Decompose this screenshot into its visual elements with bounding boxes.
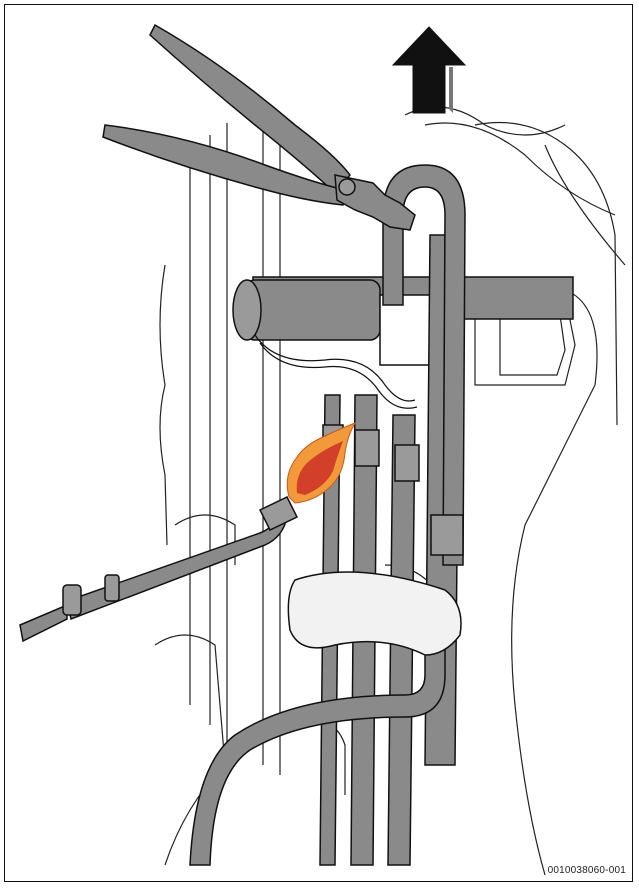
arrow-shadow bbox=[449, 67, 453, 113]
figure-frame: 0010038060-001 bbox=[4, 4, 633, 882]
figure-id-label: 0010038060-001 bbox=[548, 865, 626, 876]
flame-icon bbox=[287, 423, 355, 503]
pliers-icon bbox=[103, 25, 415, 230]
torch-icon bbox=[20, 497, 297, 641]
up-arrow-icon bbox=[393, 27, 465, 113]
pipes bbox=[190, 165, 465, 865]
pipe-removal-illustration bbox=[5, 5, 633, 882]
